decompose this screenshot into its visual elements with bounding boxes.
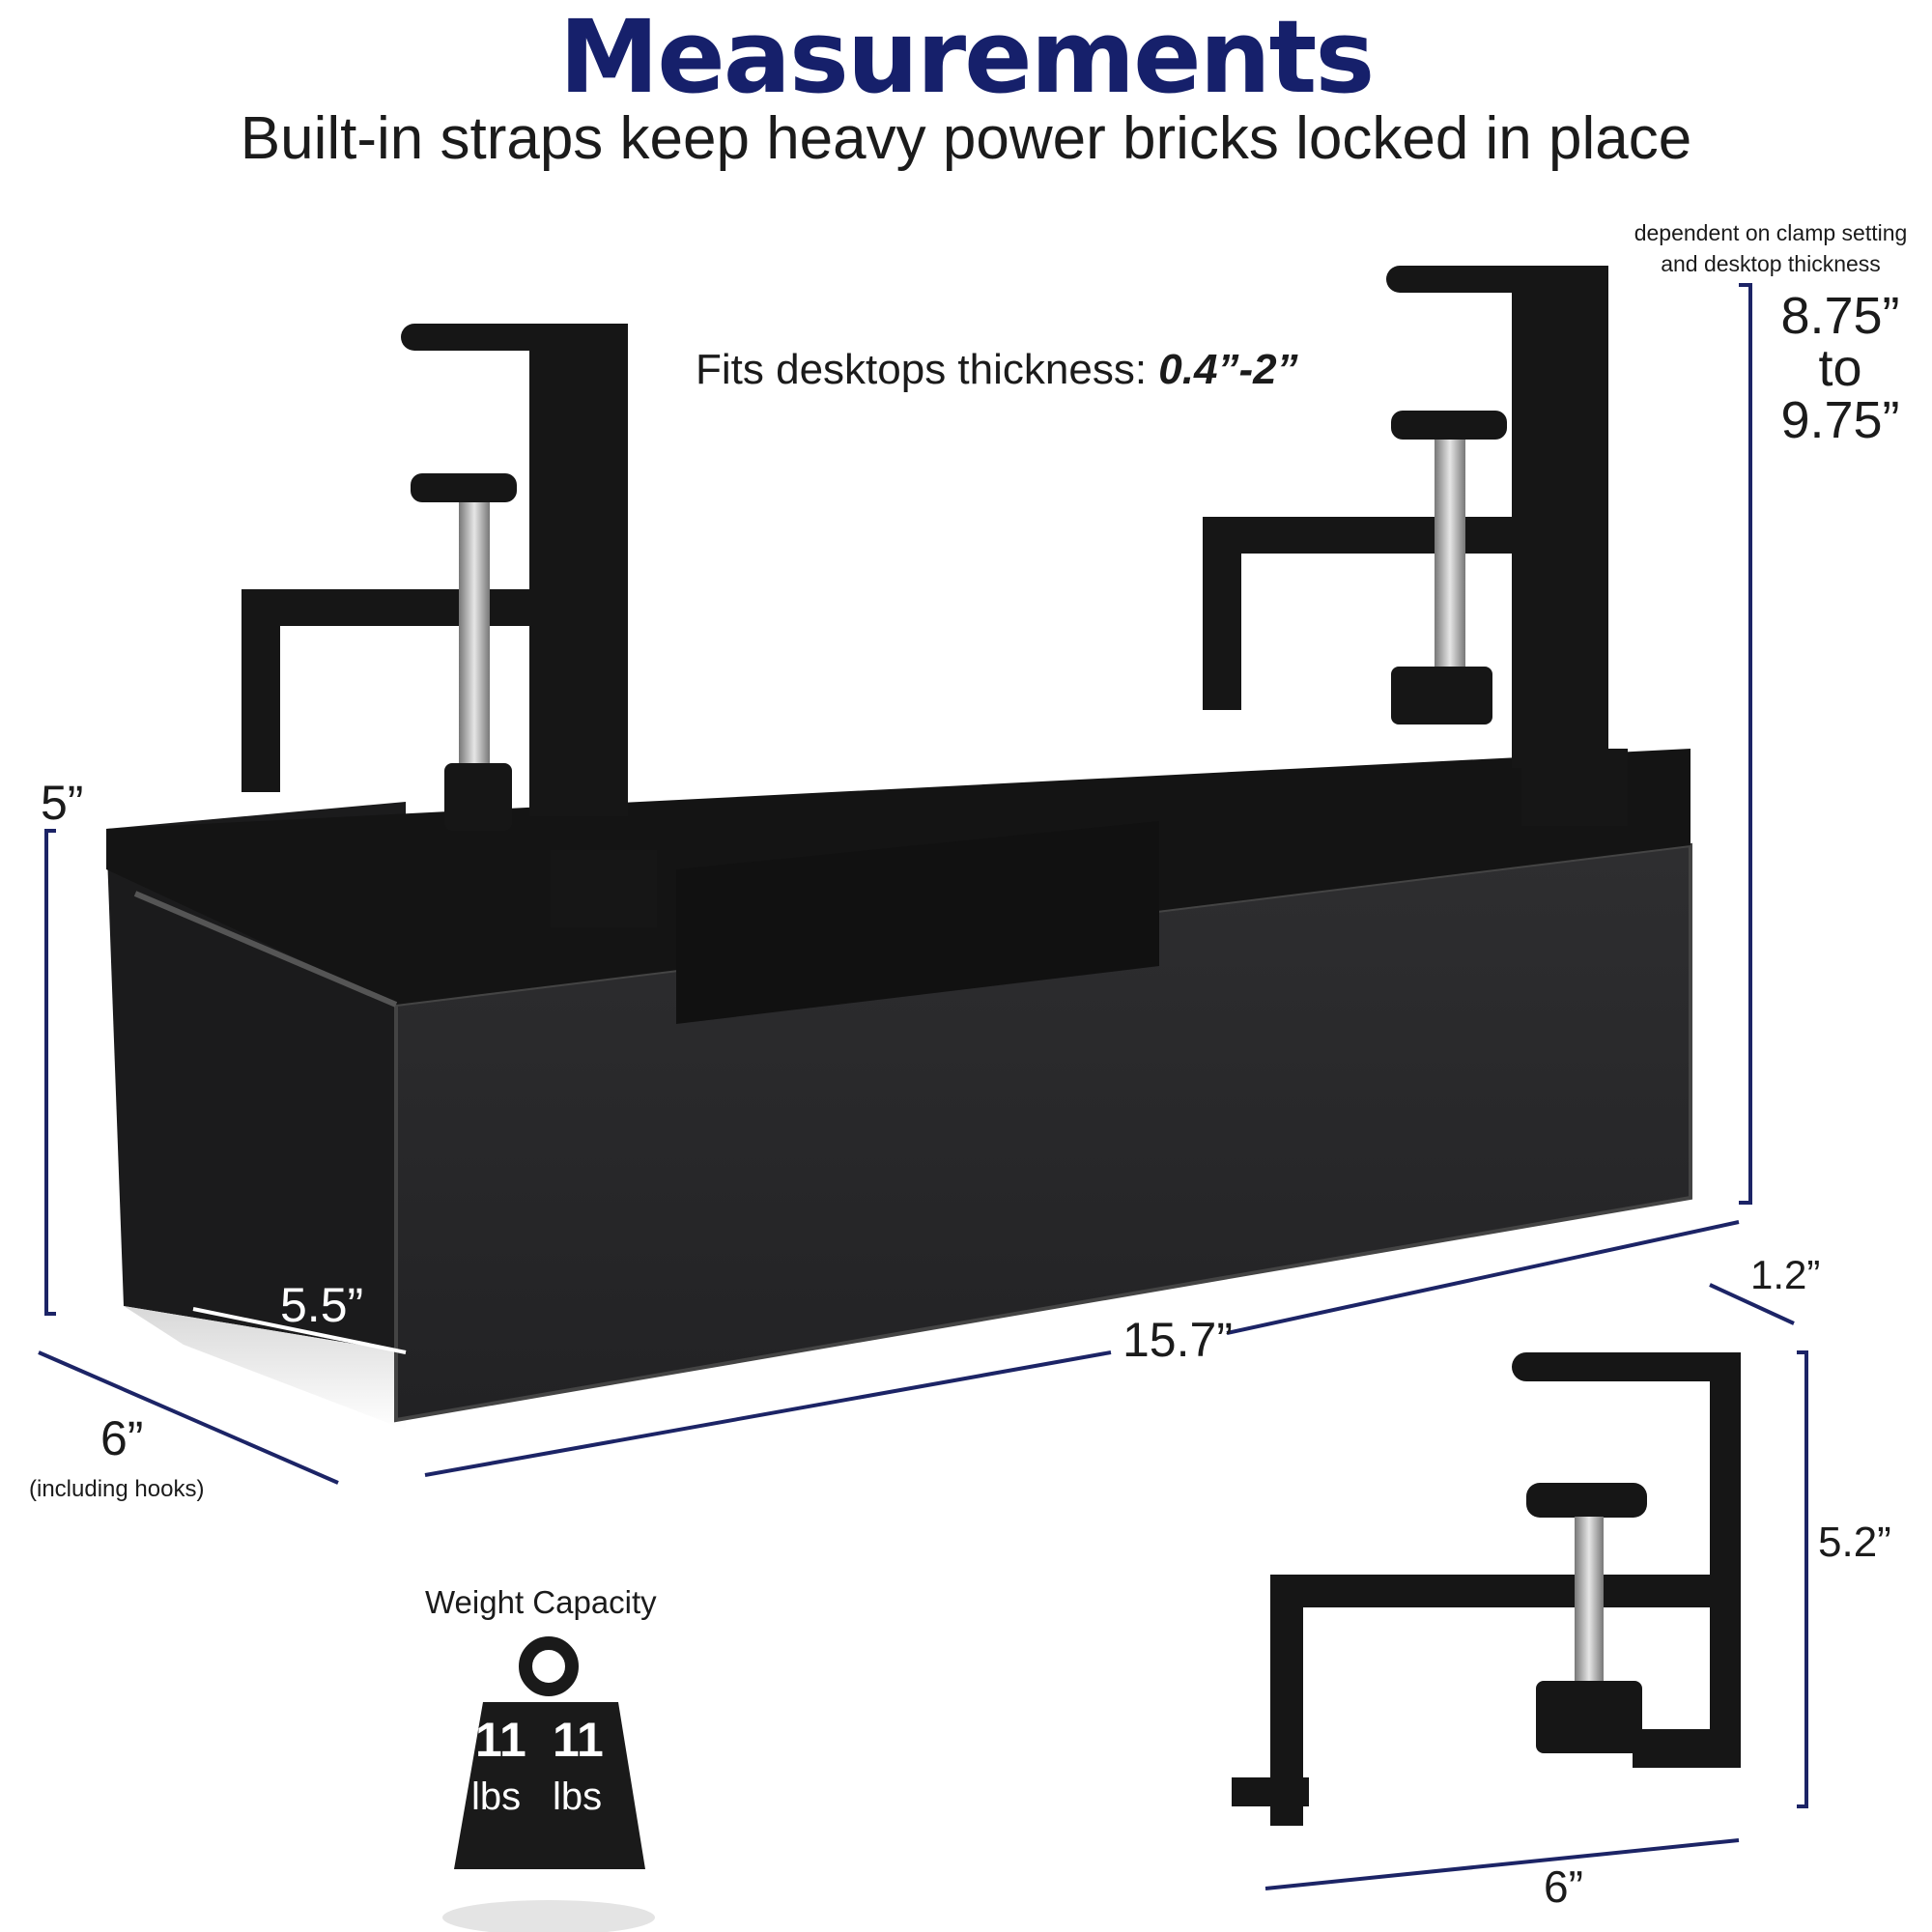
fits-value: 0.4”-2” (1158, 346, 1298, 393)
fits-thickness-label: Fits desktops thickness: 0.4”-2” (696, 346, 1298, 394)
weight-value-right: 11 (553, 1713, 604, 1767)
cable-tray (106, 749, 1692, 1430)
page-title: Measurements (558, 0, 1376, 116)
tray-depth-note: (including hooks) (29, 1476, 205, 1502)
weight-unit-right: lbs (553, 1776, 603, 1818)
tray-clamp-right (1203, 266, 1628, 826)
page-subtitle: Built-in straps keep heavy power bricks … (240, 105, 1692, 172)
weight-unit-left: lbs (471, 1776, 522, 1818)
height-range-bottom: 9.75” (1780, 391, 1900, 449)
dependent-note-line1: dependent on clamp setting (1634, 220, 1908, 245)
tray-clamp-left (242, 324, 657, 927)
inner-depth-label: 5.5” (280, 1278, 364, 1332)
weight-capacity-label: Weight Capacity (425, 1584, 657, 1620)
height-range-to: to (1818, 339, 1862, 397)
weight-icon (442, 1636, 655, 1932)
dependent-note: dependent on clamp setting and desktop th… (1611, 217, 1930, 279)
fits-prefix: Fits desktops thickness: (696, 346, 1159, 393)
clamp-width-label: 1.2” (1750, 1252, 1821, 1297)
tray-length-label: 15.7” (1122, 1313, 1233, 1367)
height-range-top: 8.75” (1780, 287, 1900, 345)
single-clamp (1232, 1352, 1741, 1826)
weight-value-left: 11 (475, 1713, 526, 1767)
dimension-lines (38, 283, 1808, 1890)
tray-depth-label: 6” (100, 1411, 144, 1465)
tray-height-label: 5” (41, 776, 84, 830)
clamp-height-label: 5.2” (1818, 1519, 1891, 1566)
clamp-depth-label: 6” (1544, 1861, 1583, 1912)
dependent-note-line2: and desktop thickness (1661, 251, 1881, 276)
